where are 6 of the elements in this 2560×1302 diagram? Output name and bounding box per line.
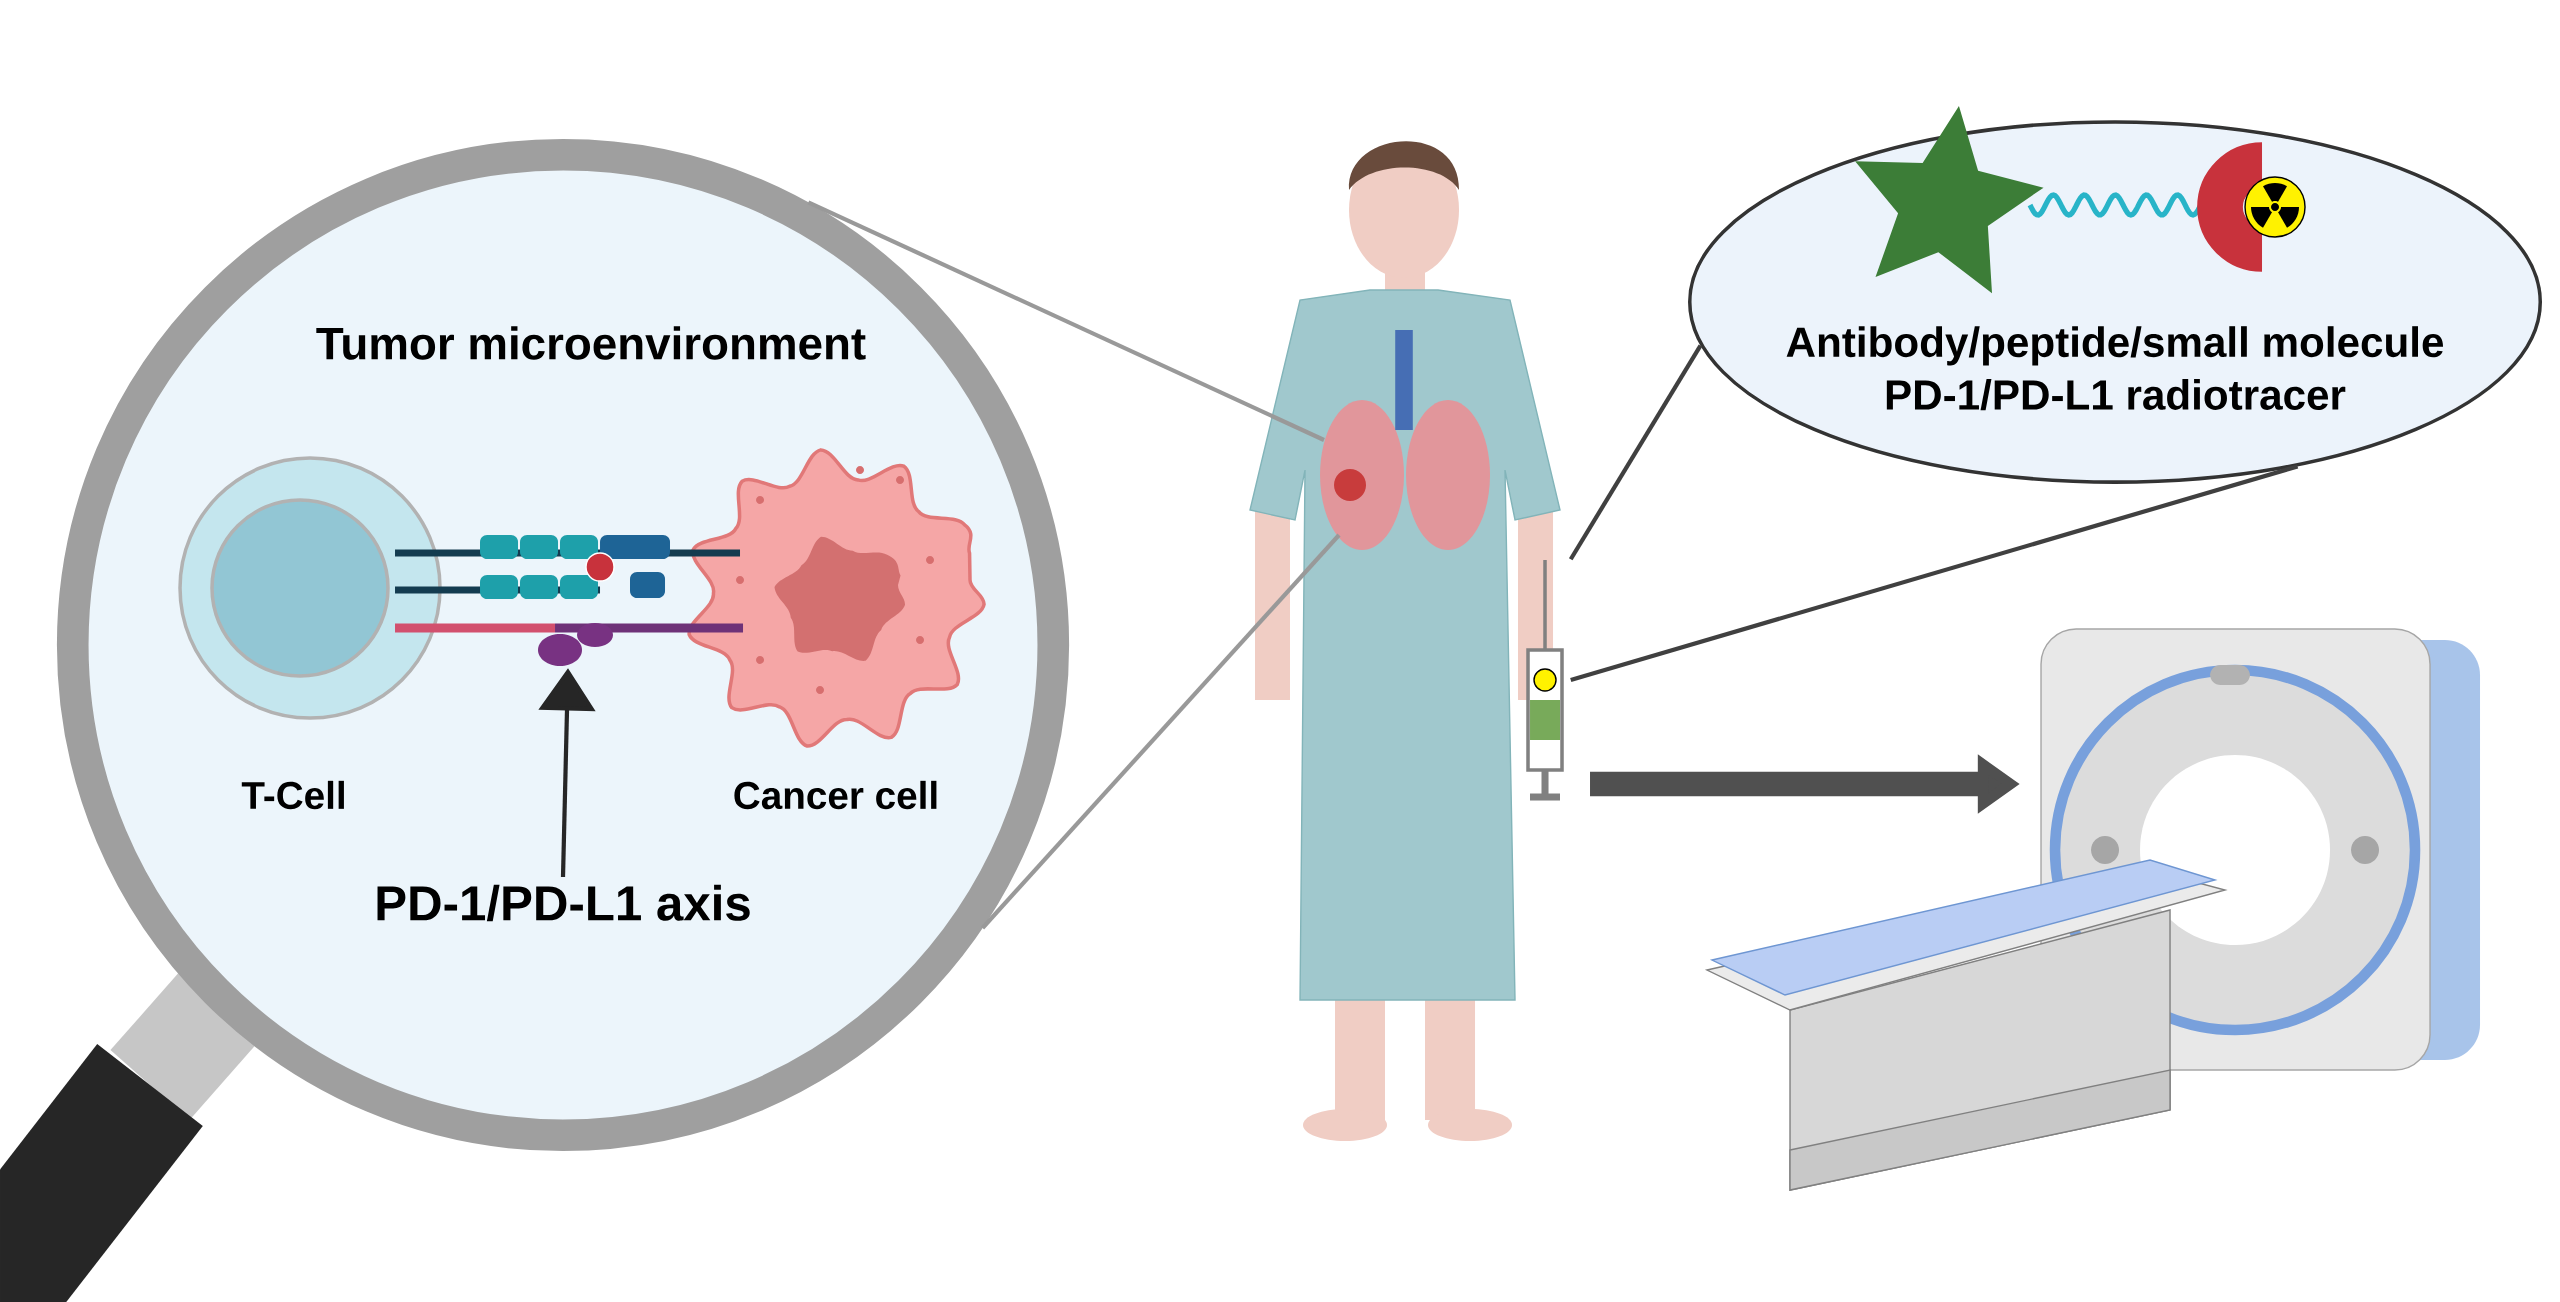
- magnifier-line: [981, 533, 1341, 930]
- person-drawing: [1249, 141, 1561, 1141]
- callout-bubble: Antibody/peptide/small molecule PD-1/PD-L1 radiotracer: [1688, 120, 2543, 484]
- callout-line: [1568, 344, 1703, 561]
- callout-line: [1570, 464, 2299, 683]
- syringe-drawing: [1526, 560, 1564, 801]
